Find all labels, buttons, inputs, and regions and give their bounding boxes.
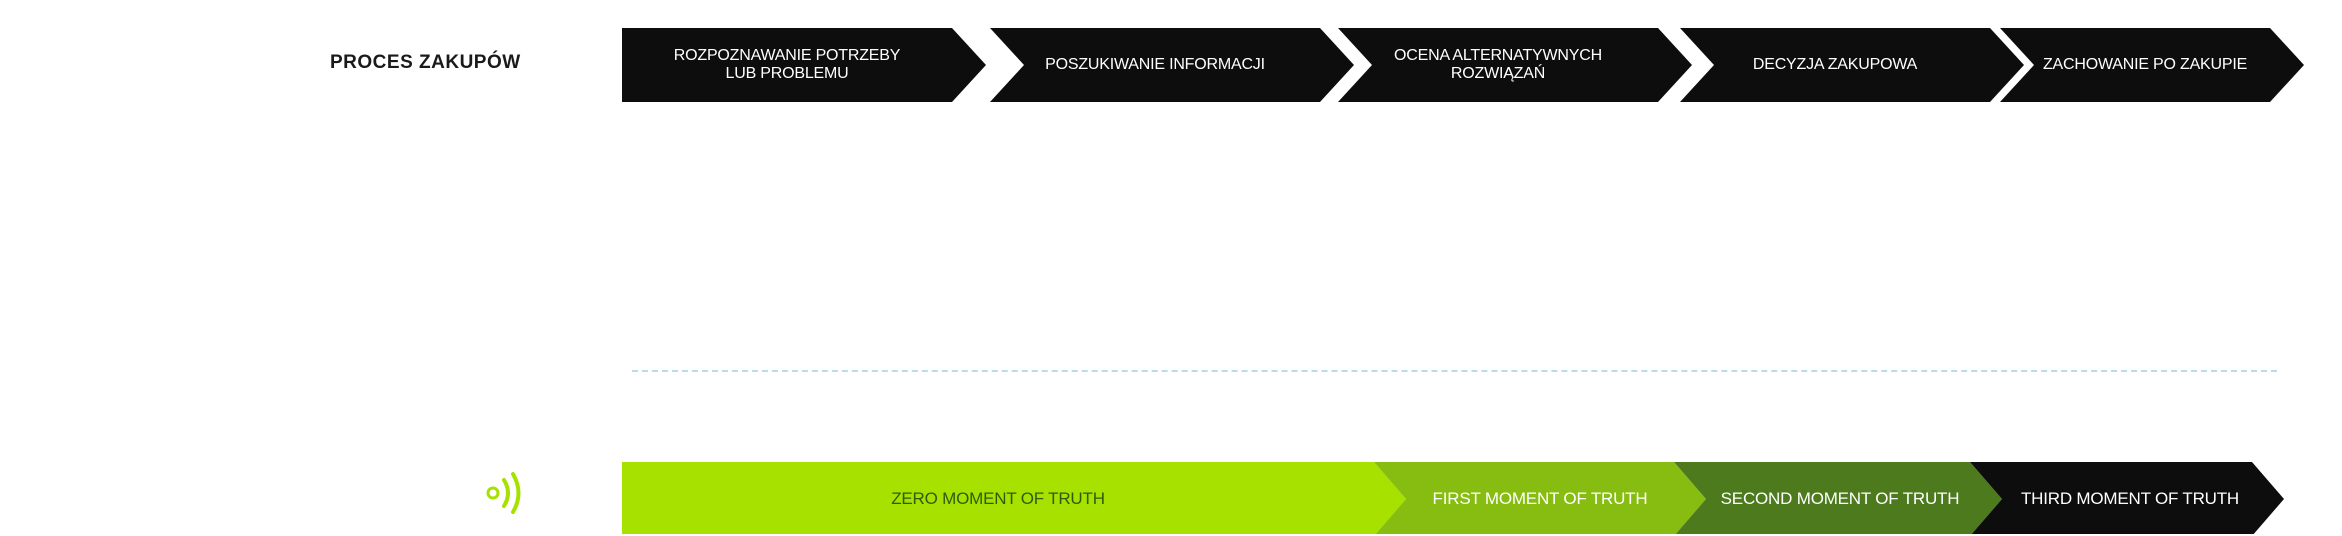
stage-2-label: POSZUKIWANIE INFORMACJI — [1045, 56, 1265, 73]
stage-2-chevron — [990, 28, 1354, 102]
signal-waves-icon — [486, 472, 521, 514]
moment-2-chevron — [1374, 462, 1706, 534]
moment-1-chevron — [622, 462, 1406, 534]
stage-5-chevron — [2000, 28, 2304, 102]
moment-zero-label: ZERO MOMENT OF TRUTH — [891, 489, 1105, 508]
stage-5-label: ZACHOWANIE PO ZAKUPIE — [2042, 56, 2248, 73]
stage-1-label: ROZPOZNAWANIE POTRZEBY LUB PROBLEMU — [673, 47, 901, 82]
stage-1-chevron — [622, 28, 986, 102]
moment-second-label: SECOND MOMENT OF TRUTH — [1720, 489, 1960, 508]
moment-first-label: FIRST MOMENT OF TRUTH — [1432, 489, 1648, 508]
process-row-label: PROCES ZAKUPÓW — [330, 52, 521, 73]
moment-4-chevron — [1970, 462, 2284, 534]
moment-third-label: THIRD MOMENT OF TRUTH — [2020, 489, 2240, 508]
stage-3-label: OCENA ALTERNATYWNYCH ROZWIĄZAŃ — [1394, 47, 1602, 82]
dashed-divider — [632, 370, 2277, 372]
stage-4-label: DECYZJA ZAKUPOWA — [1752, 56, 1918, 73]
stage-3-chevron — [1338, 28, 1692, 102]
stage-4-chevron — [1680, 28, 2024, 102]
moment-3-chevron — [1674, 462, 2002, 534]
